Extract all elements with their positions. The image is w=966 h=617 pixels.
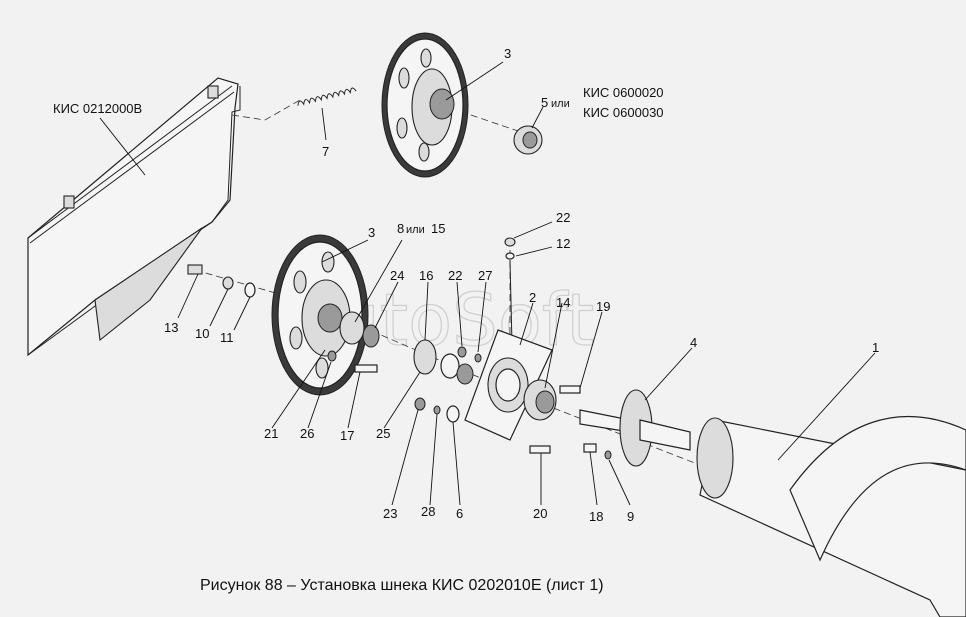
label-part-22-top: 22: [556, 210, 570, 225]
label-part-3-lower: 3: [368, 225, 375, 240]
label-part-6: 6: [456, 506, 463, 521]
label-part-3-top: 3: [504, 46, 511, 61]
label-kis-0212000v: КИС 0212000В: [53, 101, 142, 116]
label-part-27: 27: [478, 268, 492, 283]
label-part-12: 12: [556, 236, 570, 251]
label-kis-0600030: КИС 0600030: [583, 105, 664, 120]
label-part-7: 7: [322, 144, 329, 159]
label-part-2: 2: [529, 290, 536, 305]
label-part-25: 25: [376, 426, 390, 441]
spring-part-7: [297, 87, 357, 106]
label-part-8-or: или: [406, 224, 425, 236]
flange-shaft-part-4: [579, 389, 691, 467]
label-part-24: 24: [390, 268, 404, 283]
label-part-13: 13: [164, 320, 178, 335]
plate-part-2: [464, 329, 553, 441]
axis-line-spring: [231, 99, 301, 121]
label-part-18: 18: [589, 509, 603, 524]
label-part-5: 5: [541, 95, 548, 110]
label-part-21: 21: [264, 426, 278, 441]
label-part-4: 4: [690, 335, 697, 350]
small-parts: [187, 237, 516, 423]
sprocket-lower-part-3: [271, 234, 369, 396]
label-part-26: 26: [300, 426, 314, 441]
label-part-8: 8: [397, 221, 404, 236]
label-part-23: 23: [383, 506, 397, 521]
label-part-28: 28: [421, 504, 435, 519]
axis-line-main: [194, 269, 701, 466]
label-part-5-or: или: [551, 98, 570, 110]
label-kis-0600020: КИС 0600020: [583, 85, 664, 100]
label-part-17: 17: [340, 428, 354, 443]
leader-lines: [99, 61, 876, 506]
label-part-15: 15: [431, 221, 445, 236]
auger-part-1: [696, 416, 966, 617]
label-part-10: 10: [195, 326, 209, 341]
label-part-14: 14: [556, 295, 570, 310]
bearing-part-14: [523, 379, 581, 454]
label-part-22-mid: 22: [448, 268, 462, 283]
label-part-9: 9: [627, 509, 634, 524]
label-part-19: 19: [596, 299, 610, 314]
sprocket-top-part-3: [381, 32, 469, 178]
label-part-16: 16: [419, 268, 433, 283]
label-part-20: 20: [533, 506, 547, 521]
label-part-1: 1: [872, 340, 879, 355]
figure-caption: Рисунок 88 – Установка шнека КИС 0202010…: [200, 577, 604, 594]
part-labels: КИС 0212000В КИС 0600020 КИС 0600030 5 и…: [53, 46, 879, 524]
frame-panel: [27, 77, 241, 357]
label-part-11: 11: [220, 330, 234, 345]
bearing-housing-part-5: [513, 125, 543, 155]
